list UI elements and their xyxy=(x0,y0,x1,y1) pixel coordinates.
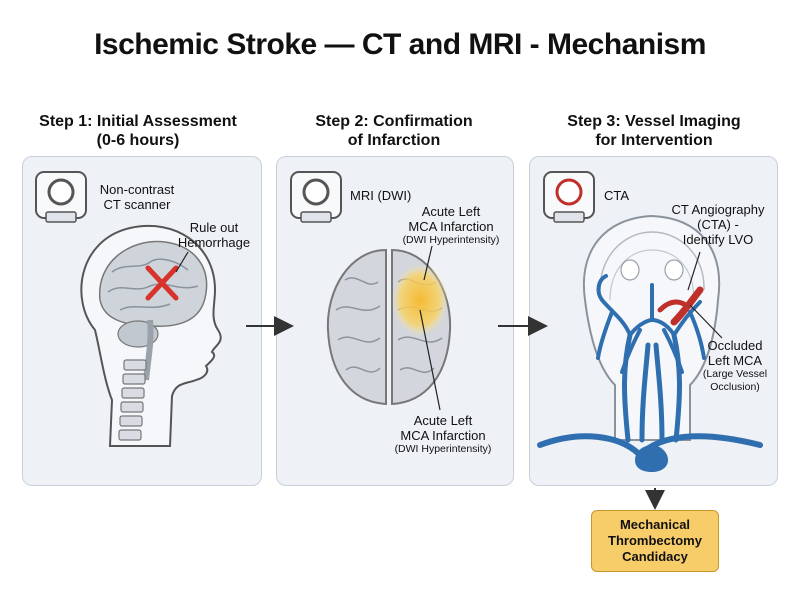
occluded-mca-detail-line2: Occlusion) xyxy=(710,381,760,393)
outcome-line2: Thrombectomy xyxy=(608,533,702,548)
step-1-heading: Step 1: Initial Assessment (0-6 hours) xyxy=(22,112,254,150)
step-2-top-leader-line xyxy=(423,245,433,281)
rule-out-label-line1: Rule out xyxy=(189,220,239,235)
outcome-line3: Candidacy xyxy=(622,549,688,564)
head-vessel-icon xyxy=(537,214,763,472)
step-3-top-leader-line xyxy=(687,251,701,291)
mri-scanner-label: MRI (DWI) xyxy=(350,188,412,203)
cta-annotation-label: CT Angiography (CTA) - Identify LVO xyxy=(664,202,772,247)
step-3-bottom-leader-line xyxy=(689,304,723,339)
step-3-heading-line1: Step 3: Vessel Imaging xyxy=(567,113,741,130)
infarct-highlight xyxy=(392,264,448,336)
step-2-heading: Step 2: Confirmation of Infarction xyxy=(276,112,512,150)
ct-scanner-label: Non-contrast CT scanner xyxy=(92,182,182,212)
occluded-mca-line2: Left MCA xyxy=(707,353,763,368)
cta-scanner-label: CTA xyxy=(604,188,630,203)
brain-axial-icon xyxy=(326,248,452,406)
occluded-mca-line1: Occluded xyxy=(707,338,763,353)
infarct-top-label-line1: Acute Left xyxy=(421,204,481,219)
outcome-box: Mechanical Thrombectomy Candidacy xyxy=(591,510,719,572)
infarct-top-label: Acute Left MCA Infarction (DWI Hyperinte… xyxy=(392,204,510,247)
step-2-heading-line2: of Infarction xyxy=(347,132,441,149)
occluded-mca-detail-line1: (Large Vessel xyxy=(702,368,768,380)
head-sagittal-icon xyxy=(80,224,222,447)
infarct-bottom-label-line2: MCA Infarction xyxy=(400,428,486,443)
step-1-leader-line xyxy=(175,251,189,273)
cta-annotation-line3: Identify LVO xyxy=(682,232,754,247)
step-1-heading-line2: (0-6 hours) xyxy=(96,132,180,149)
rule-out-label: Rule out Hemorrhage xyxy=(172,220,256,250)
rule-out-label-line2: Hemorrhage xyxy=(177,235,251,250)
ct-scanner-label-line1: Non-contrast xyxy=(99,182,175,197)
cta-annotation-line1: CT Angiography xyxy=(671,202,765,217)
infarct-bottom-label-detail: (DWI Hyperintensity) xyxy=(394,443,492,455)
step-1-heading-line1: Step 1: Initial Assessment xyxy=(39,113,237,130)
step-3-heading-line2: for Intervention xyxy=(595,132,713,149)
step-3-heading: Step 3: Vessel Imaging for Intervention xyxy=(530,112,778,150)
mri-scanner-icon xyxy=(290,171,342,223)
step-2-heading-line1: Step 2: Confirmation xyxy=(315,113,473,130)
occluded-mca-label: Occluded Left MCA (Large Vessel Occlusio… xyxy=(690,338,780,394)
rule-out-x-icon xyxy=(145,265,179,301)
occluded-mca-segment xyxy=(670,286,704,326)
outcome-line1: Mechanical xyxy=(619,517,691,532)
diagram-title: Ischemic Stroke — CT and MRI - Mechanism xyxy=(94,28,706,61)
ct-scanner-icon xyxy=(35,171,87,223)
infarct-top-label-line2: MCA Infarction xyxy=(408,219,494,234)
ct-scanner-label-line2: CT scanner xyxy=(103,197,171,212)
infarct-top-label-detail: (DWI Hyperintensity) xyxy=(402,234,500,246)
cta-annotation-line2: (CTA) - xyxy=(697,217,739,232)
infarct-bottom-label: Acute Left MCA Infarction (DWI Hyperinte… xyxy=(384,413,502,456)
cta-scanner-icon xyxy=(543,171,595,223)
infarct-bottom-label-line1: Acute Left xyxy=(413,413,473,428)
step-2-bottom-leader-line xyxy=(419,309,441,411)
